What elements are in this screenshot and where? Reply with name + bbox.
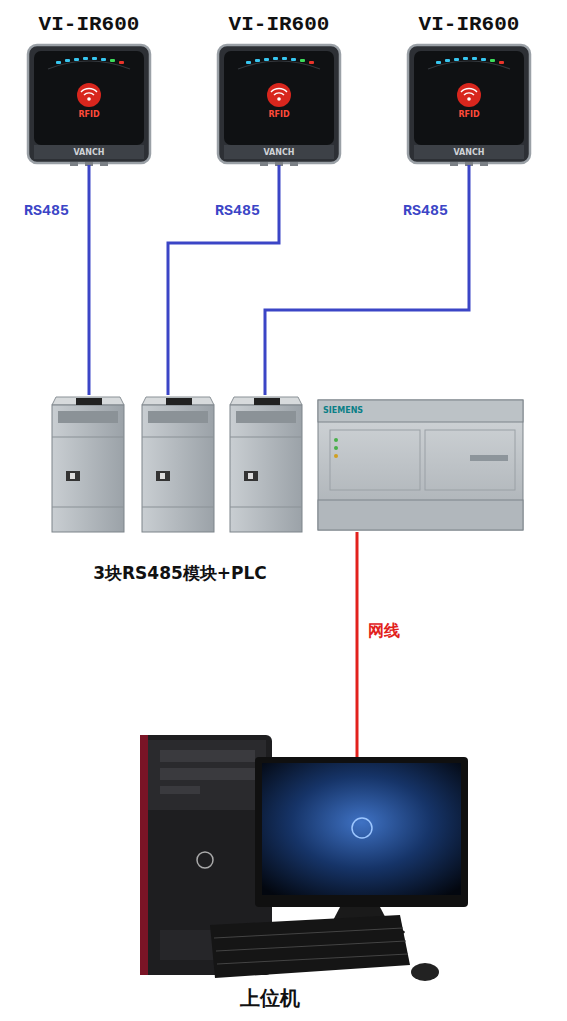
brand-mark: RFID <box>78 110 99 119</box>
cable-line <box>168 165 279 395</box>
rfid-reader: VI-IR600 <box>408 45 530 165</box>
plc-group: 3块RS485模块+PLC <box>45 395 530 532</box>
rfid-reader: VI-IR600 <box>218 45 340 165</box>
cable-line <box>356 532 359 757</box>
cable-line <box>88 165 91 395</box>
brand-mark: VANCH <box>73 148 104 157</box>
node-title: VI-IR600 <box>39 13 140 36</box>
cable-label: RS485 <box>213 203 262 220</box>
cable-label: RS485 <box>401 203 450 220</box>
node-title: 上位机 <box>140 985 400 1012</box>
cable-label: RS485 <box>22 203 71 220</box>
rfid-reader: VI-IR600 <box>28 45 150 165</box>
brand-mark: SIEMENS <box>323 406 363 415</box>
node-title: 3块RS485模块+PLC <box>45 562 315 585</box>
node-title: VI-IR600 <box>229 13 330 36</box>
brand-mark: RFID <box>458 110 479 119</box>
node-title: VI-IR600 <box>419 13 520 36</box>
brand-mark: VANCH <box>453 148 484 157</box>
cable-line <box>265 165 469 395</box>
host-computer: 上位机 <box>140 757 470 975</box>
brand-mark: RFID <box>268 110 289 119</box>
cable-label: 网线 <box>366 621 402 642</box>
brand-mark: VANCH <box>263 148 294 157</box>
